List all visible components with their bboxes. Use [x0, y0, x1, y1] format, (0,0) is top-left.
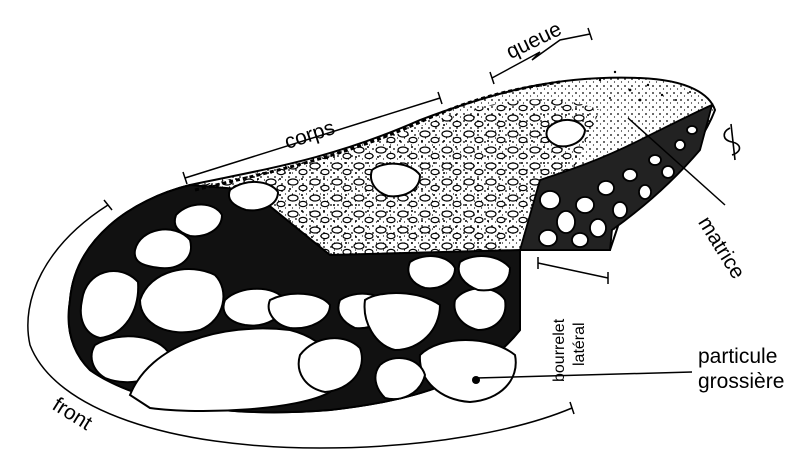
particule-marker: [472, 376, 480, 384]
flow-direction-symbol: [724, 124, 739, 160]
label-bourrelet: bourrelet: [552, 319, 568, 382]
label-particule: particule: [698, 346, 777, 367]
label-grossiere: grossière: [698, 371, 784, 392]
label-lateral: latéral: [572, 322, 588, 366]
